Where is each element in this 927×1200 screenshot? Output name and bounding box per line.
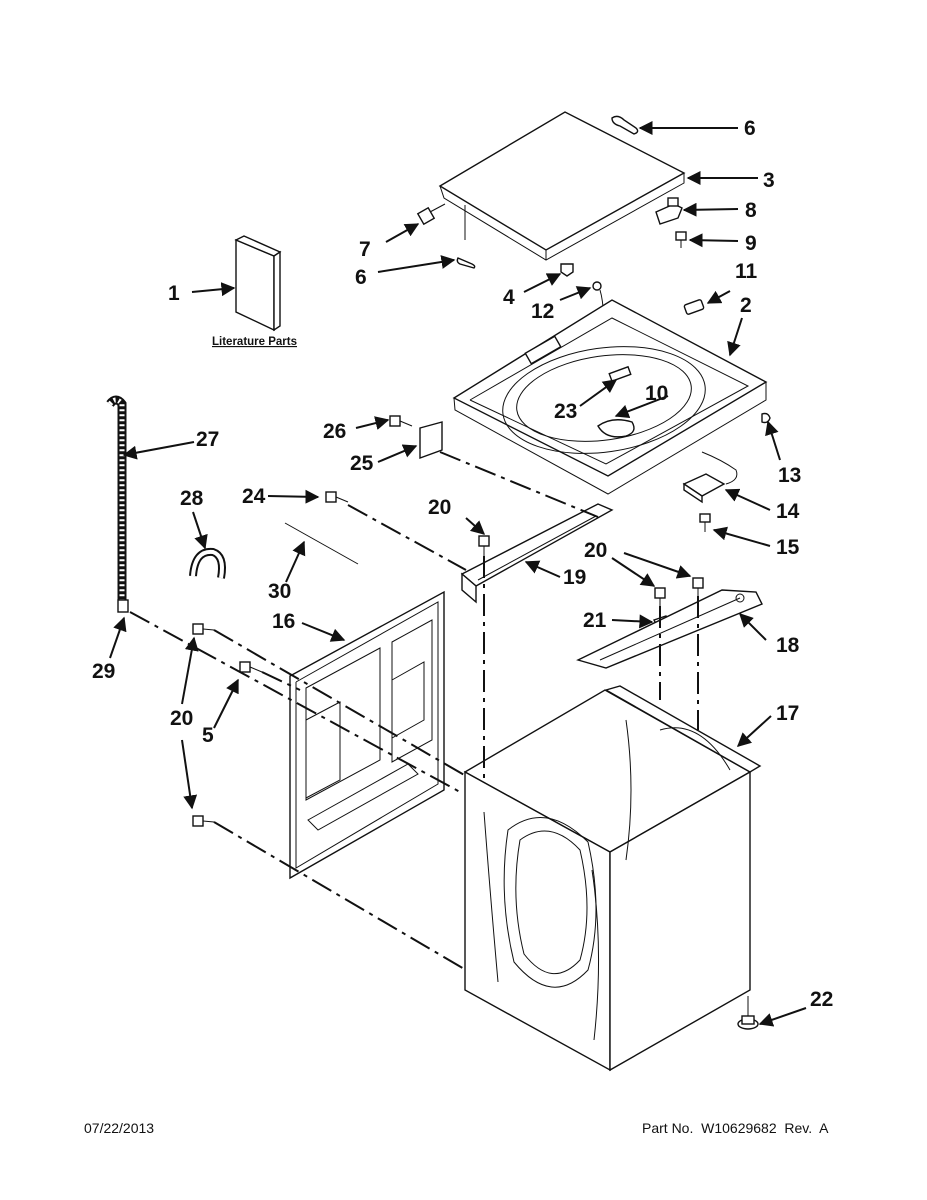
lid-latch: [655, 197, 683, 225]
callout-21: 21: [583, 609, 607, 632]
lock-plunger: [683, 299, 705, 315]
rear-screw-1: [192, 623, 215, 635]
rear-panel: [289, 590, 445, 880]
leader-lines: [109, 121, 807, 1027]
callout-3: 3: [763, 169, 775, 192]
callout-11: 11: [735, 260, 758, 283]
latch-screw: [675, 231, 687, 248]
bracket-screw-3: [692, 577, 704, 596]
callout-4: 4: [503, 286, 515, 309]
leveling-leg: [737, 996, 759, 1030]
callout-20-bracket: 20: [428, 496, 451, 519]
callout-22: 22: [810, 988, 833, 1011]
callout-13: 13: [778, 464, 801, 487]
screw-26: [389, 415, 413, 427]
callout-10: 10: [645, 382, 668, 405]
footer-date: 07/22/2013: [84, 1120, 155, 1136]
callout-18: 18: [776, 634, 800, 657]
literature-booklet: [234, 235, 282, 332]
callout-14: 14: [776, 500, 800, 523]
front-bracket: [460, 503, 614, 604]
callout-6-bottom: 6: [355, 266, 367, 289]
footer-part-number: Part No. W10629682 Rev. A: [642, 1120, 829, 1136]
callout-24: 24: [242, 485, 266, 508]
screw-15: [699, 513, 711, 532]
callout-8: 8: [745, 199, 757, 222]
callout-19: 19: [563, 566, 586, 589]
callout-15: 15: [776, 536, 800, 559]
lid-screw: [416, 203, 446, 226]
callout-17: 17: [776, 702, 799, 725]
callout-23: 23: [554, 400, 577, 423]
bracket-screw-1: [478, 535, 490, 556]
callout-5: 5: [202, 724, 214, 747]
bracket-25: [419, 421, 443, 459]
screw-13: [761, 412, 771, 424]
callout-labels: 1 2 3 4 5 6 6 7 8 9 10 11 12 13 14 15 16…: [92, 117, 833, 1011]
callout-20-rear-bracket: 20: [584, 539, 607, 562]
bracket-screw-2: [654, 587, 666, 606]
screw-24: [325, 491, 349, 503]
callout-2: 2: [740, 294, 752, 317]
callout-12: 12: [531, 300, 554, 323]
screw-5: [239, 661, 263, 673]
callout-26: 26: [323, 420, 346, 443]
lid-bumper: [560, 263, 574, 277]
lid: [438, 111, 686, 261]
hose-elbow: [189, 547, 226, 579]
callout-1: 1: [168, 282, 180, 305]
hinge-pin-top: [611, 115, 639, 135]
rear-screw-2: [192, 815, 215, 827]
callout-29: 29: [92, 660, 115, 683]
callout-28: 28: [180, 487, 204, 510]
literature-parts-label: Literature Parts: [212, 336, 297, 348]
callout-20-rear-panel: 20: [170, 707, 193, 730]
hinge-pin-bottom: [456, 257, 476, 269]
callout-25: 25: [350, 452, 374, 475]
callout-16: 16: [272, 610, 295, 633]
wire-tie: [284, 522, 359, 565]
lid-lock-assembly: [682, 451, 738, 504]
drain-hose: [106, 395, 129, 613]
callout-30: 30: [268, 580, 291, 603]
callout-6-top: 6: [744, 117, 756, 140]
callout-27: 27: [196, 428, 219, 451]
callout-9: 9: [745, 232, 757, 255]
top-panel: [452, 299, 768, 495]
callout-7: 7: [359, 238, 371, 261]
alignment-lines: [129, 451, 699, 971]
cabinet: [463, 685, 762, 1072]
